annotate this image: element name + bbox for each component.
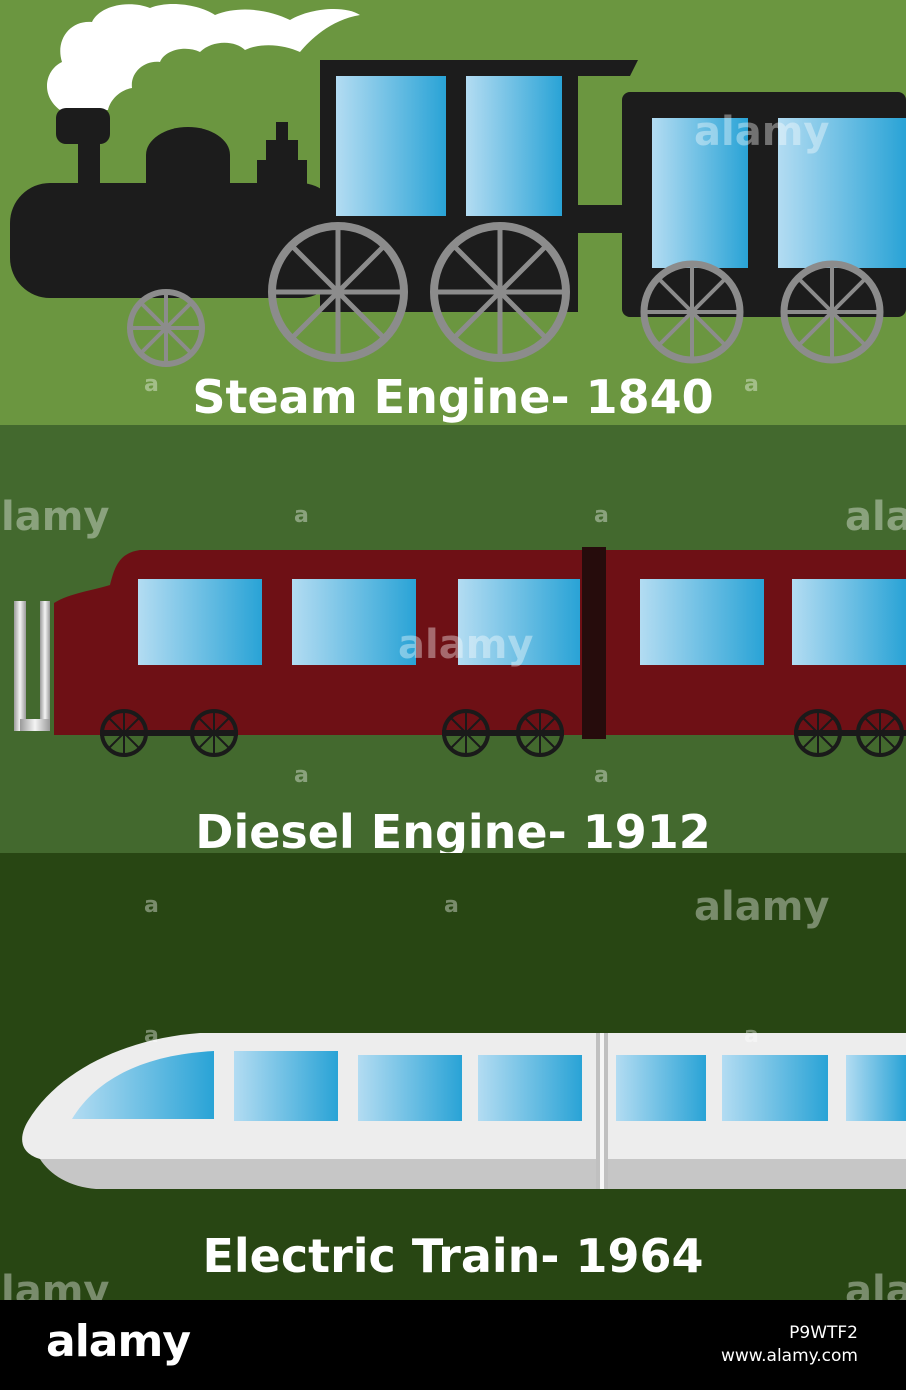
- steam-window: [778, 118, 906, 268]
- steam-wheel: [127, 289, 205, 367]
- diesel-caption: Diesel Engine- 1912: [195, 805, 711, 853]
- diesel-bogie: [100, 709, 238, 757]
- electric-window: [722, 1055, 828, 1121]
- electric-window: [234, 1051, 338, 1121]
- source-url: www.alamy.com: [720, 1345, 858, 1366]
- steam-wheel: [268, 222, 408, 362]
- electric-window: [478, 1055, 582, 1121]
- watermark-a: a: [144, 893, 159, 918]
- watermark-a: a: [594, 763, 609, 788]
- watermark-a: a: [744, 372, 759, 397]
- watermark-alamy: alamy: [0, 1268, 110, 1300]
- electric-nose-window: [72, 1051, 214, 1119]
- steam-train-illustration: [10, 4, 906, 367]
- image-id-block: P9WTF2 www.alamy.com: [721, 1322, 858, 1368]
- diesel-coupler: [582, 547, 606, 739]
- steam-smoke: [47, 4, 360, 111]
- watermark-a: a: [294, 503, 309, 528]
- electric-panel: Electric Train- 1964 alamy alamy alamy a…: [0, 853, 906, 1300]
- steam-panel: Steam Engine- 1840 alamy a a: [0, 0, 906, 425]
- electric-window: [358, 1055, 462, 1121]
- diesel-window: [292, 579, 416, 665]
- watermark-footer: alamy P9WTF2 www.alamy.com: [0, 1300, 906, 1390]
- watermark-alamy: alamy: [845, 494, 906, 540]
- watermark-alamy: alamy: [398, 622, 534, 668]
- watermark-alamy: alamy: [694, 884, 830, 930]
- electric-skirt: [40, 1159, 906, 1189]
- diesel-bogie: [442, 709, 564, 757]
- watermark-a: a: [144, 372, 159, 397]
- steam-boiler: [10, 183, 340, 298]
- watermark-a: a: [294, 763, 309, 788]
- electric-window: [616, 1055, 706, 1121]
- steam-wheel: [780, 260, 884, 364]
- electric-window: [846, 1055, 906, 1121]
- watermark-a: a: [144, 1023, 159, 1048]
- steam-caption: Steam Engine- 1840: [192, 370, 714, 424]
- electric-train-illustration: [22, 1033, 906, 1189]
- watermark-alamy: alamy: [845, 1268, 906, 1300]
- diesel-window: [640, 579, 764, 665]
- electric-caption: Electric Train- 1964: [202, 1229, 704, 1283]
- steam-wheel: [430, 222, 570, 362]
- image-id: P9WTF2: [789, 1323, 858, 1343]
- steam-window: [466, 76, 562, 216]
- watermark-a: a: [594, 503, 609, 528]
- watermark-alamy: alamy: [0, 494, 110, 540]
- steam-window: [652, 118, 748, 268]
- diesel-window: [458, 579, 580, 665]
- watermark-a: a: [744, 1023, 759, 1048]
- steam-wheel: [640, 260, 744, 364]
- watermark-a: a: [444, 893, 459, 918]
- diesel-panel: Diesel Engine- 1912 alamy alamy alamy a …: [0, 425, 906, 853]
- watermark-alamy: alamy: [694, 109, 830, 155]
- steam-window: [336, 76, 446, 216]
- alamy-logo: alamy: [46, 1316, 191, 1367]
- diesel-train-illustration: [14, 547, 906, 757]
- diesel-window: [792, 579, 906, 665]
- diesel-window: [138, 579, 262, 665]
- steam-chimney: [56, 108, 110, 144]
- diesel-exhaust-pipe: [14, 601, 26, 731]
- diesel-bogie: [794, 709, 906, 757]
